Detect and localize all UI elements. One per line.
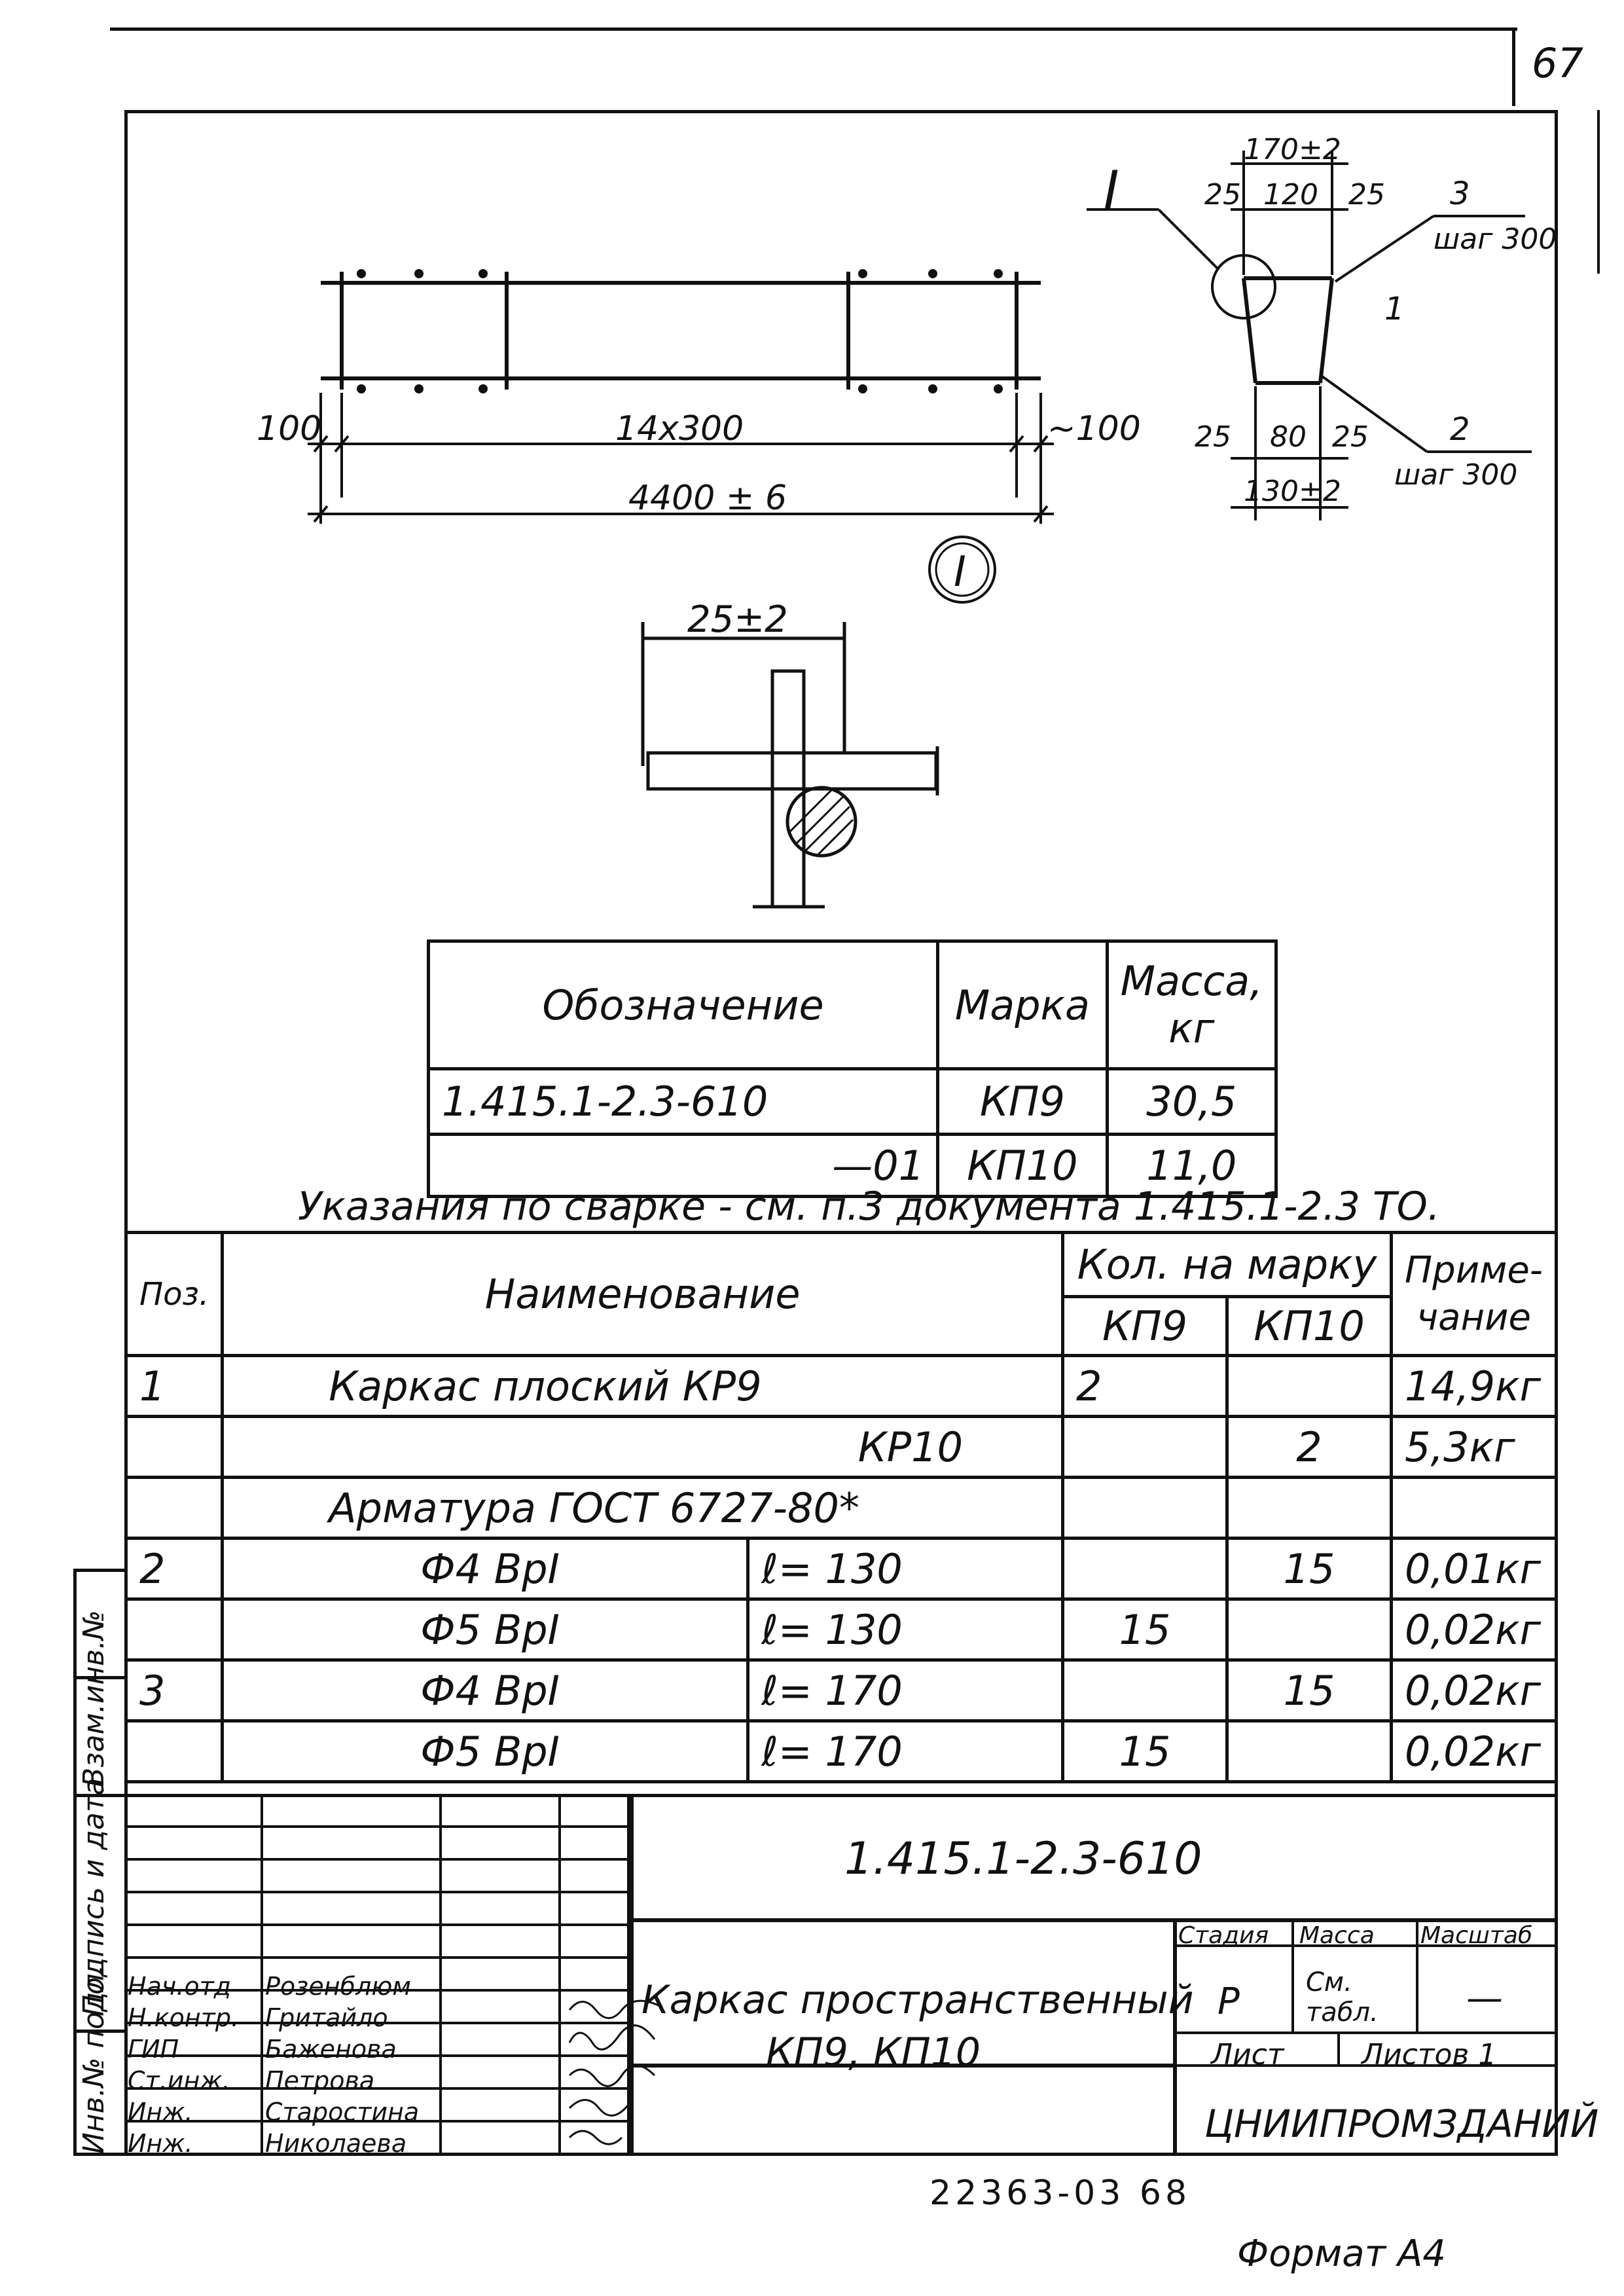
table-row: 3 Ф4 ВрI ℓ= 170 15 0,02кг: [124, 1658, 1558, 1722]
format-label: Формат А4: [1237, 2232, 1446, 2275]
role: ГИП: [128, 2035, 179, 2064]
binding-divider: [73, 1794, 124, 1797]
table-row: Арматура ГОСТ 6727-80*: [124, 1476, 1558, 1540]
org-name: ЦНИИПРОМЗДАНИЙ: [1204, 2102, 1599, 2146]
dim-section-25d: 25: [1332, 420, 1369, 454]
page-number-box: [1512, 27, 1515, 106]
dim-pos3: 3: [1450, 175, 1470, 212]
doc-code: 1.415.1-2.3-610: [844, 1833, 1202, 1885]
marks-cell: КП9: [936, 1067, 1109, 1136]
dim-section-bottom: 130±2: [1244, 475, 1341, 508]
title-block-grid: [124, 1794, 1558, 2156]
dim-pos2-step: шаг 300: [1394, 458, 1517, 492]
dim-left-end: 100: [257, 409, 321, 448]
dim-section-25b: 25: [1348, 178, 1385, 211]
edge-line: [1597, 110, 1600, 274]
spec-header-note: Приме-чание: [1390, 1231, 1558, 1357]
marks-table: Обозначение Марка Масса, кг 1.415.1-2.3-…: [426, 939, 1278, 1198]
dim-right-end: ~100: [1047, 409, 1141, 448]
marks-cell: 1.415.1-2.3-610: [426, 1067, 940, 1136]
marks-header-mass: Масса, кг: [1105, 939, 1278, 1070]
dim-section-25c: 25: [1195, 420, 1231, 454]
table-row: Ф5 ВрI ℓ= 170 15 0,02кг: [124, 1719, 1558, 1783]
name: Розенблюм: [265, 1972, 411, 2001]
dim-pos3-step: шаг 300: [1434, 223, 1557, 256]
stamp-vzam: Взам.инв.№: [77, 1610, 111, 1787]
title-block: [124, 1794, 1558, 2156]
dim-section-120: 120: [1263, 178, 1318, 211]
spec-header-kp9: КП9: [1061, 1295, 1229, 1357]
signatures: [568, 1999, 662, 2145]
marks-header-mark: Марка: [936, 939, 1109, 1070]
node-callout: I: [1104, 160, 1119, 221]
frame-drawing: 100 ~100 14x300 4400 ± 6 170±2 25 120 25…: [257, 133, 1557, 909]
scale-label: Масштаб: [1420, 1922, 1533, 1949]
binding-strip: [73, 1569, 124, 2156]
role: Ст.инж.: [128, 2066, 230, 2095]
role: Инж.: [128, 2129, 193, 2158]
sheet-label: Лист: [1211, 2038, 1284, 2071]
stage-label: Стадия: [1178, 1922, 1269, 1949]
name: Николаева: [265, 2129, 407, 2158]
binding-divider: [73, 1676, 124, 1679]
dim-spacing: 14x300: [615, 409, 744, 448]
dim-overall: 4400 ± 6: [628, 479, 787, 518]
table-row: КР10 2 5,3кг: [124, 1415, 1558, 1479]
dim-section-80: 80: [1270, 420, 1307, 454]
sheets-label: Листов 1: [1362, 2038, 1497, 2071]
role: Инж.: [128, 2098, 193, 2126]
page-number: 67: [1532, 39, 1583, 87]
spec-header-pos: Поз.: [124, 1231, 225, 1357]
name: Старостина: [265, 2098, 420, 2126]
mass-label: Масса: [1299, 1922, 1375, 1949]
marks-cell: КП10: [936, 1133, 1109, 1198]
spec-table: Поз. Наименование Кол. на марку Приме-ча…: [124, 1231, 1558, 1783]
table-row: 1 Каркас плоский КР9 2 14,9кг: [124, 1354, 1558, 1418]
mass-value: См. табл.: [1306, 1967, 1379, 2028]
marks-cell: 11,0: [1105, 1133, 1278, 1198]
stamp-signature: Подпись и дата: [77, 1777, 111, 2016]
role: Н.контр.: [128, 2003, 240, 2032]
name: Баженова: [265, 2035, 397, 2064]
dim-pos2: 2: [1450, 411, 1470, 448]
dim-section-top: 170±2: [1244, 133, 1341, 166]
welding-note: Указания по сварке - см. п.3 документа 1…: [298, 1184, 1440, 1230]
marks-cell: —01: [426, 1133, 940, 1198]
doc-number: 22363-03 68: [929, 2174, 1191, 2213]
scale-value: —: [1466, 1977, 1503, 2020]
role: Нач.отд: [128, 1972, 232, 2001]
spec-header-name: Наименование: [221, 1231, 1065, 1357]
stage-value: Р: [1218, 1980, 1240, 2023]
title-line2: КП9, КП10: [766, 2030, 981, 2075]
node-title: I: [954, 548, 966, 596]
binding-divider: [73, 2030, 124, 2033]
marks-cell: 30,5: [1105, 1067, 1278, 1136]
spec-header-kp10: КП10: [1225, 1295, 1394, 1357]
spec-header-qty: Кол. на марку: [1061, 1231, 1394, 1298]
table-row: Ф5 ВрI ℓ= 130 15 0,02кг: [124, 1597, 1558, 1662]
dim-pos1: 1: [1384, 291, 1405, 327]
top-rule: [110, 27, 1517, 31]
title-line1: Каркас пространственный: [641, 1977, 1194, 2023]
name: Гритайло: [265, 2003, 388, 2032]
detail-dim: 25±2: [687, 598, 788, 641]
dim-section-25a: 25: [1204, 178, 1241, 211]
marks-header-designation: Обозначение: [426, 939, 940, 1070]
table-row: 2 Ф4 ВрI ℓ= 130 15 0,01кг: [124, 1537, 1558, 1601]
name: Петрова: [265, 2066, 375, 2095]
drawing-frame: [124, 110, 1558, 2156]
